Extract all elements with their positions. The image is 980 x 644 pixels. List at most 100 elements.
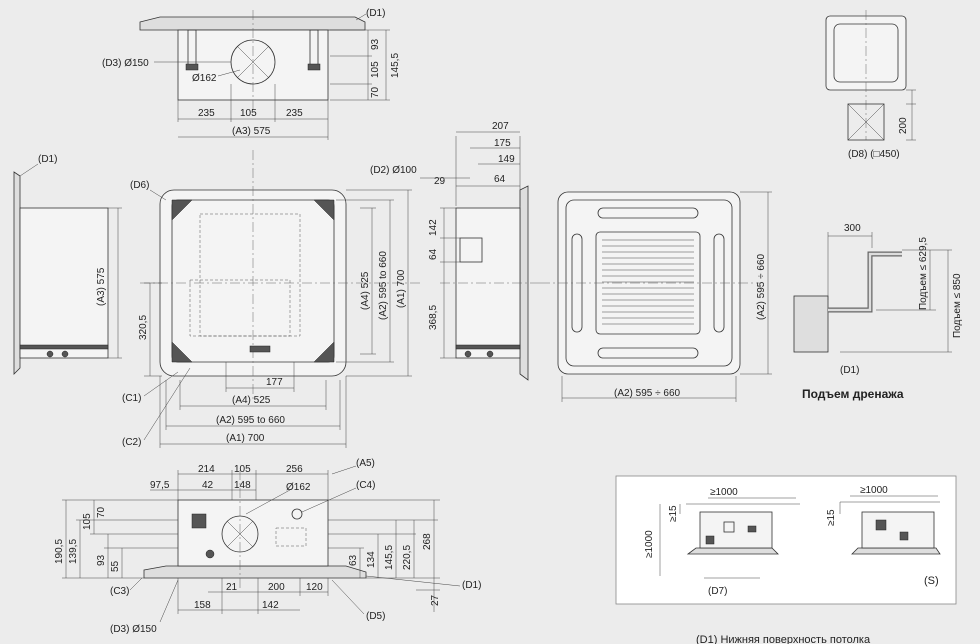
- plan-view-corner-ne: [313, 199, 335, 221]
- front-view-dim-142: 142: [262, 600, 279, 611]
- front-view-dim-21: 21: [226, 582, 238, 593]
- front-view-dim-97-5: 97,5: [150, 480, 170, 491]
- front-view-label-d1: (D1): [462, 580, 481, 591]
- side-right-dim-64-top: 64: [494, 174, 506, 185]
- plan-view-dim-177: 177: [266, 377, 283, 388]
- drain-lift-title: Подъем дренажа: [802, 387, 904, 401]
- install-space-label-s: (S): [924, 575, 939, 587]
- top-view-dim-a3: (A3) 575: [232, 126, 271, 137]
- install-space-unit-b: [861, 511, 935, 549]
- front-view-dim-158: 158: [194, 600, 211, 611]
- panel-view: (A2) 595 ÷ 660 (A2) 595 ÷ 660: [540, 191, 772, 402]
- left-side-unit-body: [19, 207, 109, 359]
- front-view-label-c3: (C3): [110, 586, 129, 597]
- plan-view-corner-se: [313, 341, 335, 363]
- front-view-label-a5: (A5): [356, 458, 375, 469]
- service-space-view: 200 (D8) (□450): [825, 10, 916, 160]
- front-view-knockout: [275, 527, 307, 547]
- left-side-ceiling-panel: [13, 171, 21, 375]
- left-side-label-d1: (D1): [38, 154, 57, 165]
- side-view-right: 207 175 149 29 64 142 64 368,5 (D2) Ø100: [370, 121, 540, 381]
- left-side-dim-a3: (A3) 575: [96, 267, 107, 306]
- front-view-dim-214: 214: [198, 464, 215, 475]
- front-view-dim-200: 200: [268, 582, 285, 593]
- front-view-dim-105: 105: [234, 464, 251, 475]
- top-view-dim-70: 70: [370, 86, 381, 98]
- side-right-dim-207: 207: [492, 121, 509, 132]
- front-view-dim-134: 134: [366, 551, 377, 568]
- front-view-dim-256: 256: [286, 464, 303, 475]
- footnote-text: (D1) Нижняя поверхность потолка: [696, 634, 871, 644]
- top-view-dim-235-right: 235: [286, 108, 303, 119]
- front-view-drain-port: [291, 508, 303, 520]
- front-view-dim-190-5: 190,5: [54, 539, 65, 564]
- side-right-duct-knockout: [459, 237, 483, 263]
- install-space-dim-15-a: ≥15: [668, 505, 679, 522]
- service-space-label-d8: (D8) (□450): [848, 149, 900, 160]
- front-view-dim-120: 120: [306, 582, 323, 593]
- top-view-label-d1: (D1): [366, 8, 385, 19]
- front-view-dim-55: 55: [110, 560, 121, 572]
- side-right-dim-64-side: 64: [428, 248, 439, 260]
- front-view-dim-42: 42: [202, 480, 214, 491]
- front-view-dim-145-5: 145,5: [384, 545, 395, 570]
- drain-lift-dim-300: 300: [844, 223, 861, 234]
- drain-lift-view: 300 Подъем ≤ 629,5 Подъем ≤ 850 (D1) Под…: [793, 223, 963, 401]
- front-view-dim-70: 70: [96, 506, 107, 518]
- panel-view-dim-a2-h: (A2) 595 ÷ 660: [614, 388, 681, 399]
- plan-view-dim-320-5: 320,5: [138, 315, 149, 340]
- panel-view-louver-top: [597, 207, 699, 219]
- drain-lift-label-ceiling: Подъем ≤ 850: [952, 273, 963, 338]
- top-view-ceiling-panel: [139, 16, 366, 31]
- panel-view-grille-slats: [602, 239, 694, 325]
- side-right-label-d2: (D2) Ø100: [370, 165, 417, 176]
- front-view-label-d3: (D3) Ø150: [110, 624, 157, 635]
- plan-view-dim-a2-h: (A2) 595 to 660: [216, 415, 285, 426]
- side-right-dim-149: 149: [498, 154, 515, 165]
- install-space-view: ≥1000 ≥1000 ≥15 (D7) ≥1000 ≥15 (S): [615, 475, 957, 605]
- plan-view-corner-nw: [171, 199, 193, 221]
- top-view-dim-145-5: 145,5: [390, 53, 401, 78]
- side-right-dim-175: 175: [494, 138, 511, 149]
- install-space-dim-1000-a: ≥1000: [710, 487, 738, 498]
- plan-view-dim-a1-h: (A1) 700: [226, 433, 265, 444]
- side-right-dim-142: 142: [428, 219, 439, 236]
- front-view-label-d162: Ø162: [286, 482, 311, 493]
- front-view-dim-139-5: 139,5: [68, 539, 79, 564]
- front-view-dim-27: 27: [430, 594, 441, 606]
- drain-lift-unit: [793, 295, 829, 353]
- panel-view-dim-a2-v: (A2) 595 ÷ 660: [756, 253, 767, 320]
- front-view-dim-93: 93: [96, 554, 107, 566]
- front-view-dim-268: 268: [422, 533, 433, 550]
- plan-view: (A4) 525 (A2) 595 to 660 (A1) 700 320,5 …: [122, 150, 420, 448]
- plan-view-dim-a1-v: (A1) 700: [396, 269, 407, 308]
- drain-lift-pipe: [828, 251, 902, 313]
- plan-view-corner-sw: [171, 341, 193, 363]
- front-view-ceiling-panel: [143, 565, 367, 579]
- install-space-dim-15-b: ≥15: [826, 509, 837, 526]
- plan-view-dim-a4-h: (A4) 525: [232, 395, 271, 406]
- plan-view-label-c2: (C2): [122, 437, 141, 448]
- top-view-dim-105-v: 105: [370, 61, 381, 78]
- left-side-view: (A3) 575 (D1): [13, 154, 122, 375]
- side-right-dim-368-5: 368,5: [428, 305, 439, 330]
- plan-view-label-c1: (C1): [122, 393, 141, 404]
- top-view-label-d3: (D3) Ø150: [102, 58, 149, 69]
- service-space-opening: [847, 103, 885, 141]
- front-view-label-c4: (C4): [356, 480, 375, 491]
- top-view-label-d162: Ø162: [192, 73, 217, 84]
- service-space-dim-200: 200: [898, 117, 909, 134]
- top-view-dim-105: 105: [240, 108, 257, 119]
- front-view-dim-63: 63: [348, 554, 359, 566]
- drain-lift-label-d1: (D1): [840, 365, 859, 376]
- install-space-dim-1000-b: ≥1000: [860, 485, 888, 496]
- side-right-dim-29: 29: [434, 176, 446, 187]
- top-view-dim-235-left: 235: [198, 108, 215, 119]
- top-view: 235 105 235 (A3) 575 93 105 70 145,5 (D1…: [102, 8, 401, 140]
- front-view-dim-105-v: 105: [82, 513, 93, 530]
- front-view: 214 105 256 97,5 42 148 Ø162 (A5) (C4) 1…: [54, 458, 481, 635]
- top-view-dim-93: 93: [370, 38, 381, 50]
- front-view-dim-220-5: 220,5: [402, 545, 413, 570]
- plan-view-dim-a4-v: (A4) 525: [360, 271, 371, 310]
